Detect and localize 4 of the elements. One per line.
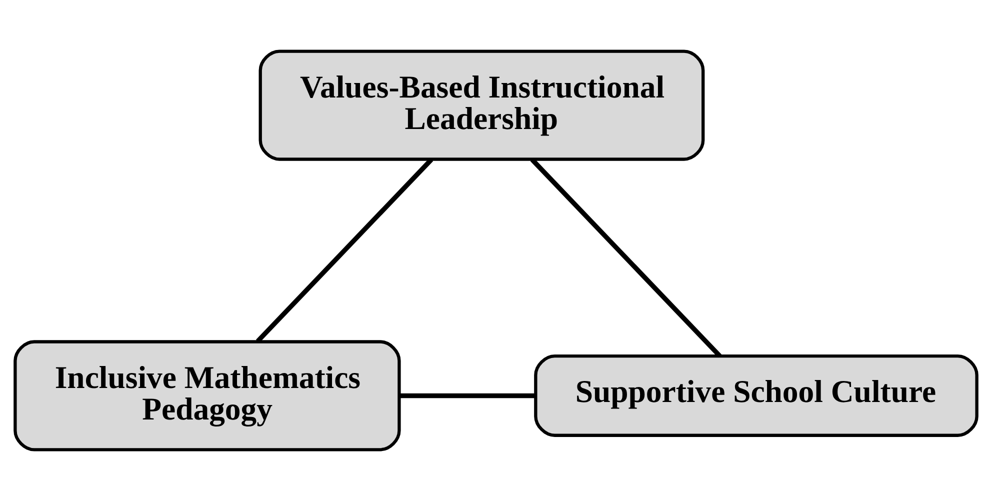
node-box: Values-Based Instructional Leadership [258, 49, 705, 160]
node-box: Supportive School Culture [534, 354, 978, 436]
node-box: Inclusive Mathematics Pedagogy [14, 340, 401, 451]
connector [400, 392, 536, 398]
